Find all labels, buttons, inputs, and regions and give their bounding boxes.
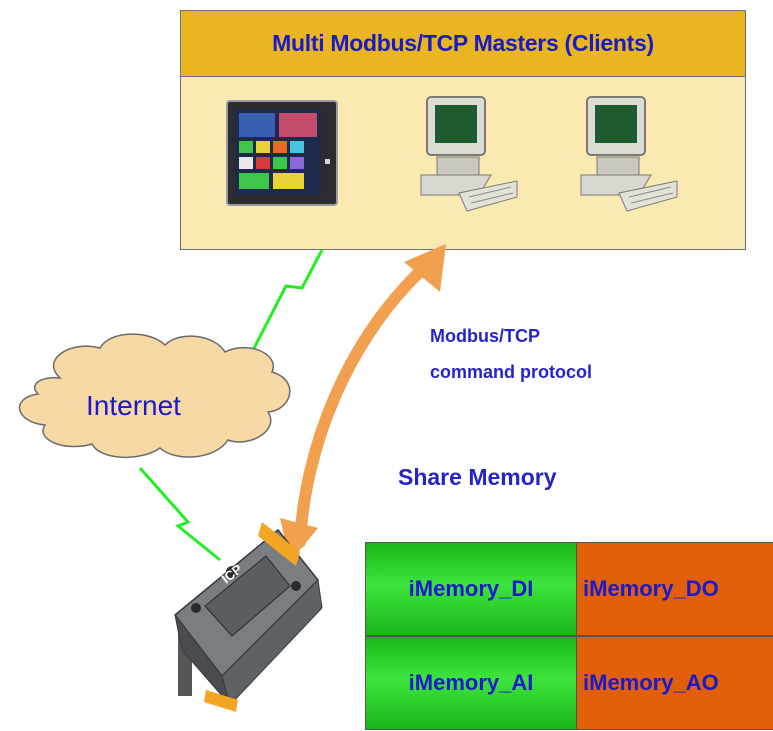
memory-cell-ai: iMemory_AI <box>365 636 577 730</box>
share-memory-table: iMemory_DI iMemory_DO iMemory_AI iMemory… <box>365 542 773 731</box>
lightning-icon <box>138 467 221 562</box>
memory-cell-di: iMemory_DI <box>365 542 577 636</box>
protocol-label-line2: command protocol <box>430 362 593 382</box>
lightning-icon <box>246 249 324 361</box>
computer-icon <box>580 96 678 212</box>
internet-label: Internet <box>86 390 181 421</box>
memory-cell-ao: iMemory_AO <box>576 636 773 730</box>
masters-title: Multi Modbus/TCP Masters (Clients) <box>181 11 745 77</box>
bidirectional-arrow <box>294 258 434 548</box>
touch-panel-icon <box>226 100 338 206</box>
protocol-label-line1: Modbus/TCP <box>430 326 540 346</box>
cloud-icon <box>18 333 291 458</box>
masters-box: Multi Modbus/TCP Masters (Clients) <box>180 10 746 250</box>
arrow-head-up <box>404 244 446 292</box>
memory-cell-do: iMemory_DO <box>576 542 773 636</box>
computer-icon <box>420 96 518 212</box>
io-module-icon: ICP <box>173 522 323 712</box>
share-memory-title: Share Memory <box>398 464 557 490</box>
